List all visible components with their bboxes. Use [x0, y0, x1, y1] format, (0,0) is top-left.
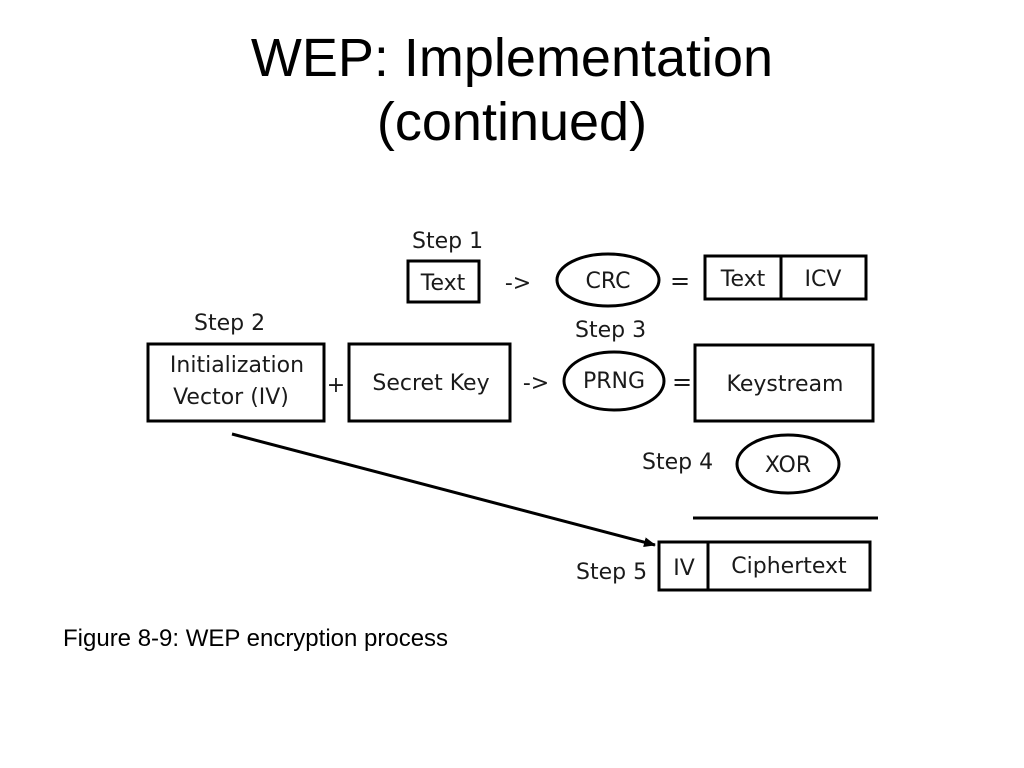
keystream-label: Keystream	[727, 372, 844, 397]
step-1-text-box	[406, 259, 481, 304]
xor-ellipse	[735, 433, 841, 495]
plus-sign: +	[327, 373, 345, 398]
step-2-arrow: ->	[523, 371, 549, 396]
keystream-box	[693, 343, 875, 423]
text-icv-icv-label: ICV	[805, 267, 842, 292]
slide-title: WEP: Implementation (continued)	[0, 26, 1024, 154]
text-icv-text-label: Text	[720, 267, 766, 292]
secret-key-label: Secret Key	[372, 371, 489, 396]
step-4-label: Step 4	[642, 450, 713, 475]
iv-box	[146, 342, 326, 423]
crc-label: CRC	[586, 269, 631, 294]
step-2-label: Step 2	[194, 311, 265, 336]
step-1-text-label: Text	[420, 271, 466, 296]
iv-to-ciphertext-arrow	[231, 432, 656, 548]
iv-ciphertext-box	[657, 540, 872, 592]
step-1-arrow: ->	[505, 271, 531, 296]
iv-label-line-1: Initialization	[170, 353, 304, 378]
ciphertext-label: Ciphertext	[731, 554, 847, 579]
slide-title-line-1: WEP: Implementation	[250, 28, 774, 88]
step-3-label: Step 3	[575, 318, 646, 343]
step-1-equals: =	[670, 267, 690, 295]
secret-key-box	[347, 342, 512, 423]
slide-title-line-2: (continued)	[376, 92, 648, 152]
step-5-label: Step 5	[576, 560, 647, 585]
prng-ellipse	[562, 350, 666, 412]
iv-label-line-2: Vector (IV)	[173, 385, 289, 410]
text-icv-box	[703, 254, 868, 301]
xor-label: XOR	[765, 453, 811, 478]
step-3-equals: =	[672, 368, 692, 396]
step-1-label: Step 1	[412, 229, 483, 254]
prng-label: PRNG	[583, 369, 645, 394]
figure-caption: Figure 8-9: WEP encryption process	[63, 625, 449, 652]
crc-ellipse	[555, 252, 661, 308]
step-5-iv-label: IV	[673, 556, 695, 581]
